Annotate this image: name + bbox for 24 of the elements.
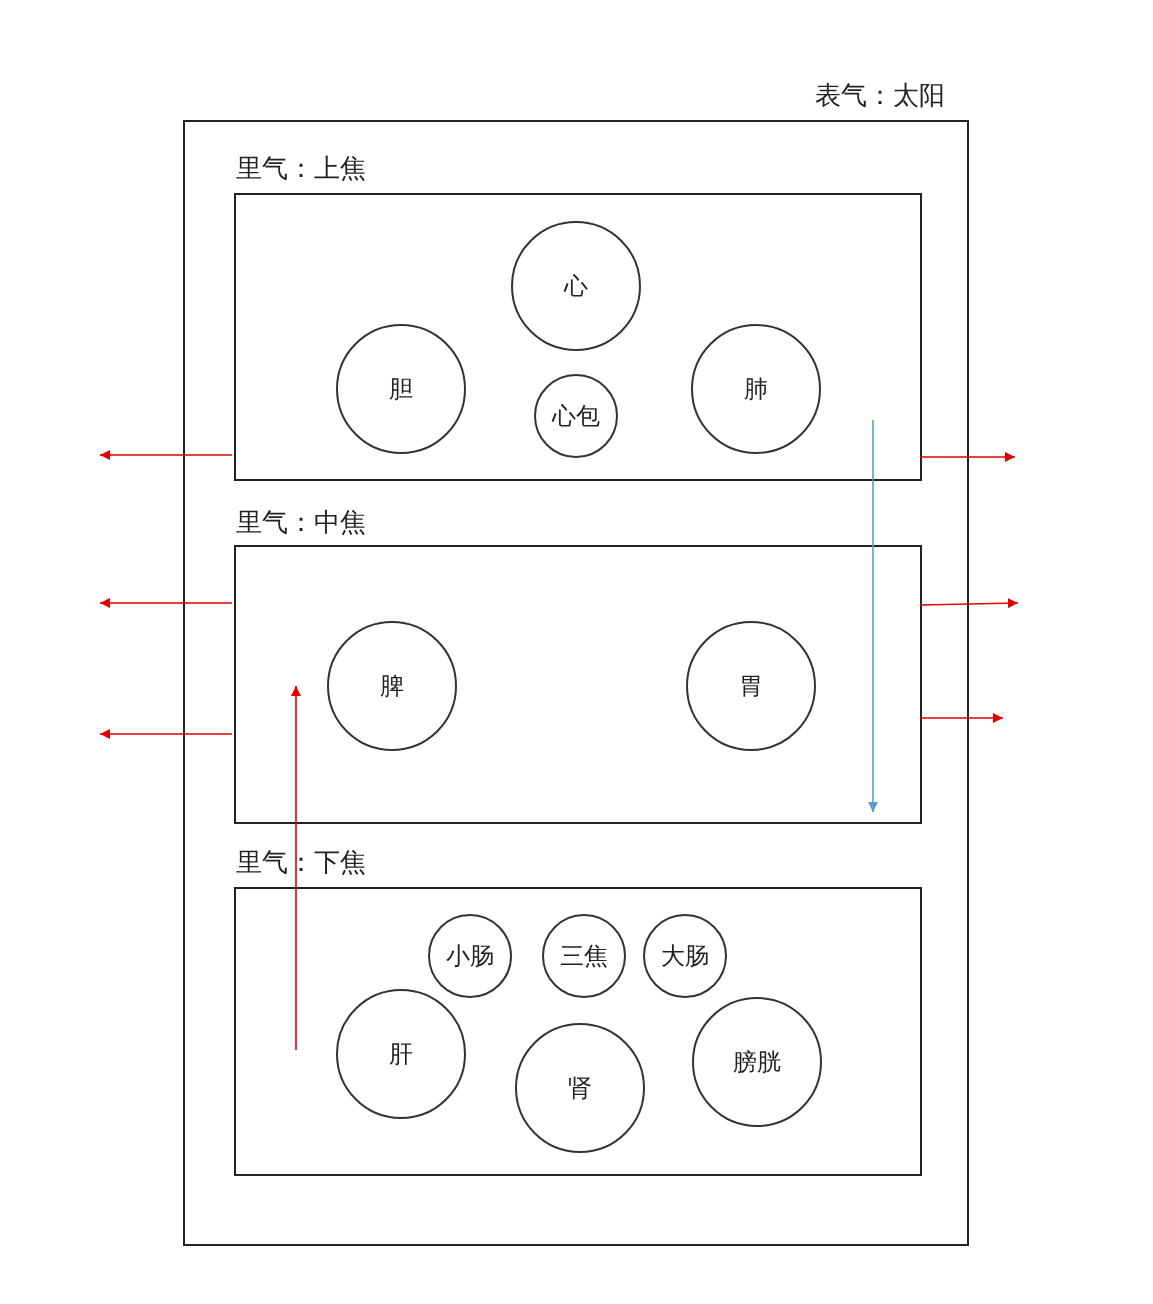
panel-heading: 里气：上焦 — [236, 152, 366, 185]
organ-label: 小肠 — [446, 941, 494, 972]
organ-label: 胃 — [739, 671, 763, 702]
organ-label: 心包 — [552, 401, 600, 432]
organ-label: 大肠 — [661, 941, 709, 972]
organ-label: 脾 — [380, 671, 404, 702]
arrow — [919, 598, 1019, 609]
organ-label: 心 — [564, 271, 588, 302]
panel-heading: 里气：下焦 — [236, 846, 366, 879]
arrow — [99, 450, 233, 460]
arrow — [919, 713, 1004, 723]
organ-label: 肺 — [744, 374, 768, 405]
panel-heading: 表气：太阳 — [815, 79, 945, 112]
organ-label: 肾 — [568, 1073, 592, 1104]
arrow — [868, 419, 878, 813]
arrow — [99, 598, 233, 608]
arrow — [291, 685, 301, 1051]
organ-label: 胆 — [389, 374, 413, 405]
panel-heading: 里气：中焦 — [236, 506, 366, 539]
arrow — [99, 729, 233, 739]
organ-label: 肝 — [389, 1039, 413, 1070]
organ-label: 膀胱 — [733, 1047, 781, 1078]
arrow — [919, 452, 1016, 462]
organ-label: 三焦 — [560, 941, 608, 972]
